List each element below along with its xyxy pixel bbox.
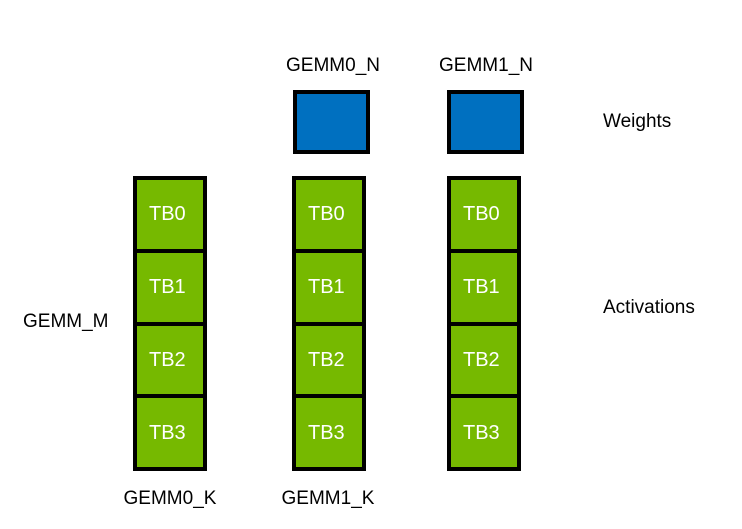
activation-cell-label: TB2 [463,348,500,371]
top-label-gemm0-n-line1: GEMM0_N [286,55,380,76]
activation-cell[interactable]: TB2 [137,325,203,399]
activation-cell[interactable]: TB2 [451,325,517,399]
label-weights: Weights [603,111,672,132]
activation-cell[interactable]: TB3 [137,398,203,467]
activation-cell[interactable]: TB2 [296,325,362,399]
activation-column-2[interactable]: TB0 TB1 TB2 TB3 [447,176,521,471]
activation-cell-label: TB2 [149,348,186,371]
activation-cell-label: TB1 [463,276,500,299]
weight-block-gemm1[interactable] [447,90,524,154]
activation-cell-label: TB1 [308,276,345,299]
activation-cell[interactable]: TB1 [451,252,517,326]
activation-cell-label: TB1 [149,276,186,299]
label-gemm-m: GEMM_M [23,311,109,332]
label-activations: Activations [603,297,695,318]
activation-cell-label: TB0 [308,203,345,226]
activation-cell-label: TB3 [149,421,186,444]
activation-cell[interactable]: TB1 [137,252,203,326]
activation-cell-label: TB0 [149,203,186,226]
weight-block-gemm0[interactable] [293,90,370,154]
activation-cell-label: TB0 [463,203,500,226]
activation-cell[interactable]: TB0 [451,180,517,253]
bottom-label-gemm0-k: GEMM0_K [123,488,217,509]
activation-column-1[interactable]: TB0 TB1 TB2 TB3 [292,176,366,471]
bottom-label-gemm1-k: GEMM1_K [281,488,375,509]
activation-cell[interactable]: TB0 [137,180,203,253]
activation-cell[interactable]: TB3 [451,398,517,467]
activation-column-0[interactable]: TB0 TB1 TB2 TB3 [133,176,207,471]
activation-cell-label: TB2 [308,348,345,371]
activation-cell[interactable]: TB3 [296,398,362,467]
activation-cell[interactable]: TB0 [296,180,362,253]
activation-cell-label: TB3 [308,421,345,444]
activation-cell[interactable]: TB1 [296,252,362,326]
activation-cell-label: TB3 [463,421,500,444]
top-label-gemm1-n-line1: GEMM1_N [439,55,533,76]
